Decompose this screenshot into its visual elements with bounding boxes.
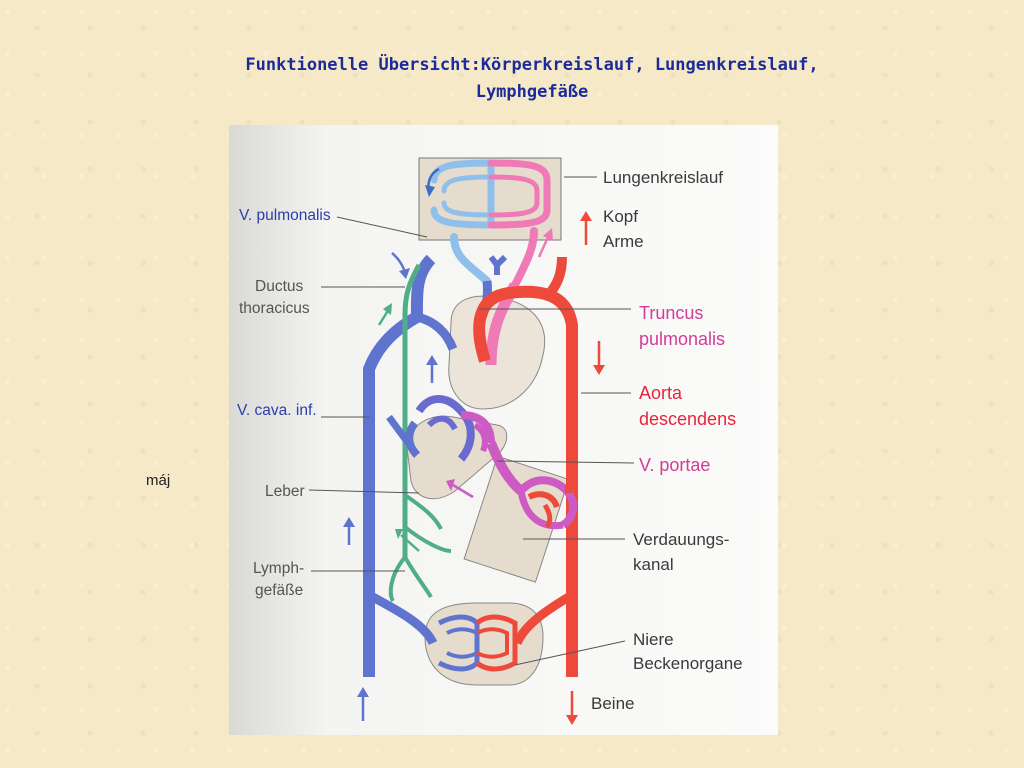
label-lungenkreislauf: Lungenkreislauf: [603, 168, 723, 187]
label-lymph-1: Lymph-: [253, 560, 304, 577]
arrow-left-icon: [446, 479, 455, 491]
circulation-diagram: V. pulmonalis Ductus thoracicus V. cava.…: [229, 125, 778, 735]
label-v-pulmonalis: V. pulmonalis: [239, 207, 331, 224]
label-ductus-2: thoracicus: [239, 300, 310, 317]
gut-box: [463, 455, 570, 583]
lung-capillaries: [430, 159, 551, 289]
arrow-down-icon: [593, 365, 605, 375]
label-aorta-1: Aorta: [639, 383, 683, 403]
label-verdauung-1: Verdauungs-: [633, 530, 729, 549]
arrow-up-icon: [580, 211, 592, 221]
kidney-organ: [424, 602, 544, 686]
label-arme: Arme: [603, 232, 644, 251]
circulation-figure: V. pulmonalis Ductus thoracicus V. cava.…: [229, 125, 778, 735]
label-beine: Beine: [591, 694, 634, 713]
pulmonary-vein-branch: [488, 254, 508, 275]
leader-lines: [308, 176, 635, 666]
label-niere-1: Niere: [633, 630, 674, 649]
aorta-head-branch: [543, 256, 567, 301]
arrow-left-icon: [395, 529, 403, 539]
arrow-up-icon: [357, 687, 369, 697]
vena-cava: [363, 254, 436, 673]
arrow-down-icon: [399, 268, 410, 279]
label-aorta-2: descendens: [639, 409, 736, 429]
arrow-up-icon: [543, 228, 553, 241]
label-ductus-1: Ductus: [255, 278, 303, 295]
label-niere-2: Beckenorgane: [633, 654, 743, 673]
arrow-up-icon: [343, 517, 355, 527]
slide-title-line2: Lymphgefäße: [475, 82, 589, 102]
slide-title: Funktionelle Übersicht:Körperkreislauf, …: [0, 52, 1024, 106]
slide-title-line1: Funktionelle Übersicht:Körperkreislauf, …: [245, 55, 819, 75]
liver-network: [386, 395, 495, 462]
label-kopf: Kopf: [603, 207, 638, 226]
v-portae-vessel: [486, 441, 525, 495]
lymph-vessels: [388, 493, 452, 603]
arrow-up-icon: [426, 355, 438, 365]
label-v-portae: V. portae: [639, 455, 710, 475]
flow-arrows: [343, 167, 605, 725]
label-leber: Leber: [265, 483, 305, 500]
kidney-network: [363, 591, 575, 672]
side-label: máj: [146, 472, 171, 489]
gut-network: [486, 441, 577, 530]
label-truncus-1: Truncus: [639, 303, 703, 323]
label-lymph-2: gefäße: [255, 582, 303, 599]
arrow-down-icon: [425, 185, 435, 197]
label-truncus-2: pulmonalis: [639, 329, 725, 349]
aorta: [473, 285, 578, 671]
ductus-thoracicus: [402, 263, 422, 527]
arrow-down-icon: [566, 715, 578, 725]
label-v-cava-inf: V. cava. inf.: [237, 402, 317, 419]
arrow-up-icon: [383, 303, 392, 315]
label-verdauung-2: kanal: [633, 555, 674, 574]
